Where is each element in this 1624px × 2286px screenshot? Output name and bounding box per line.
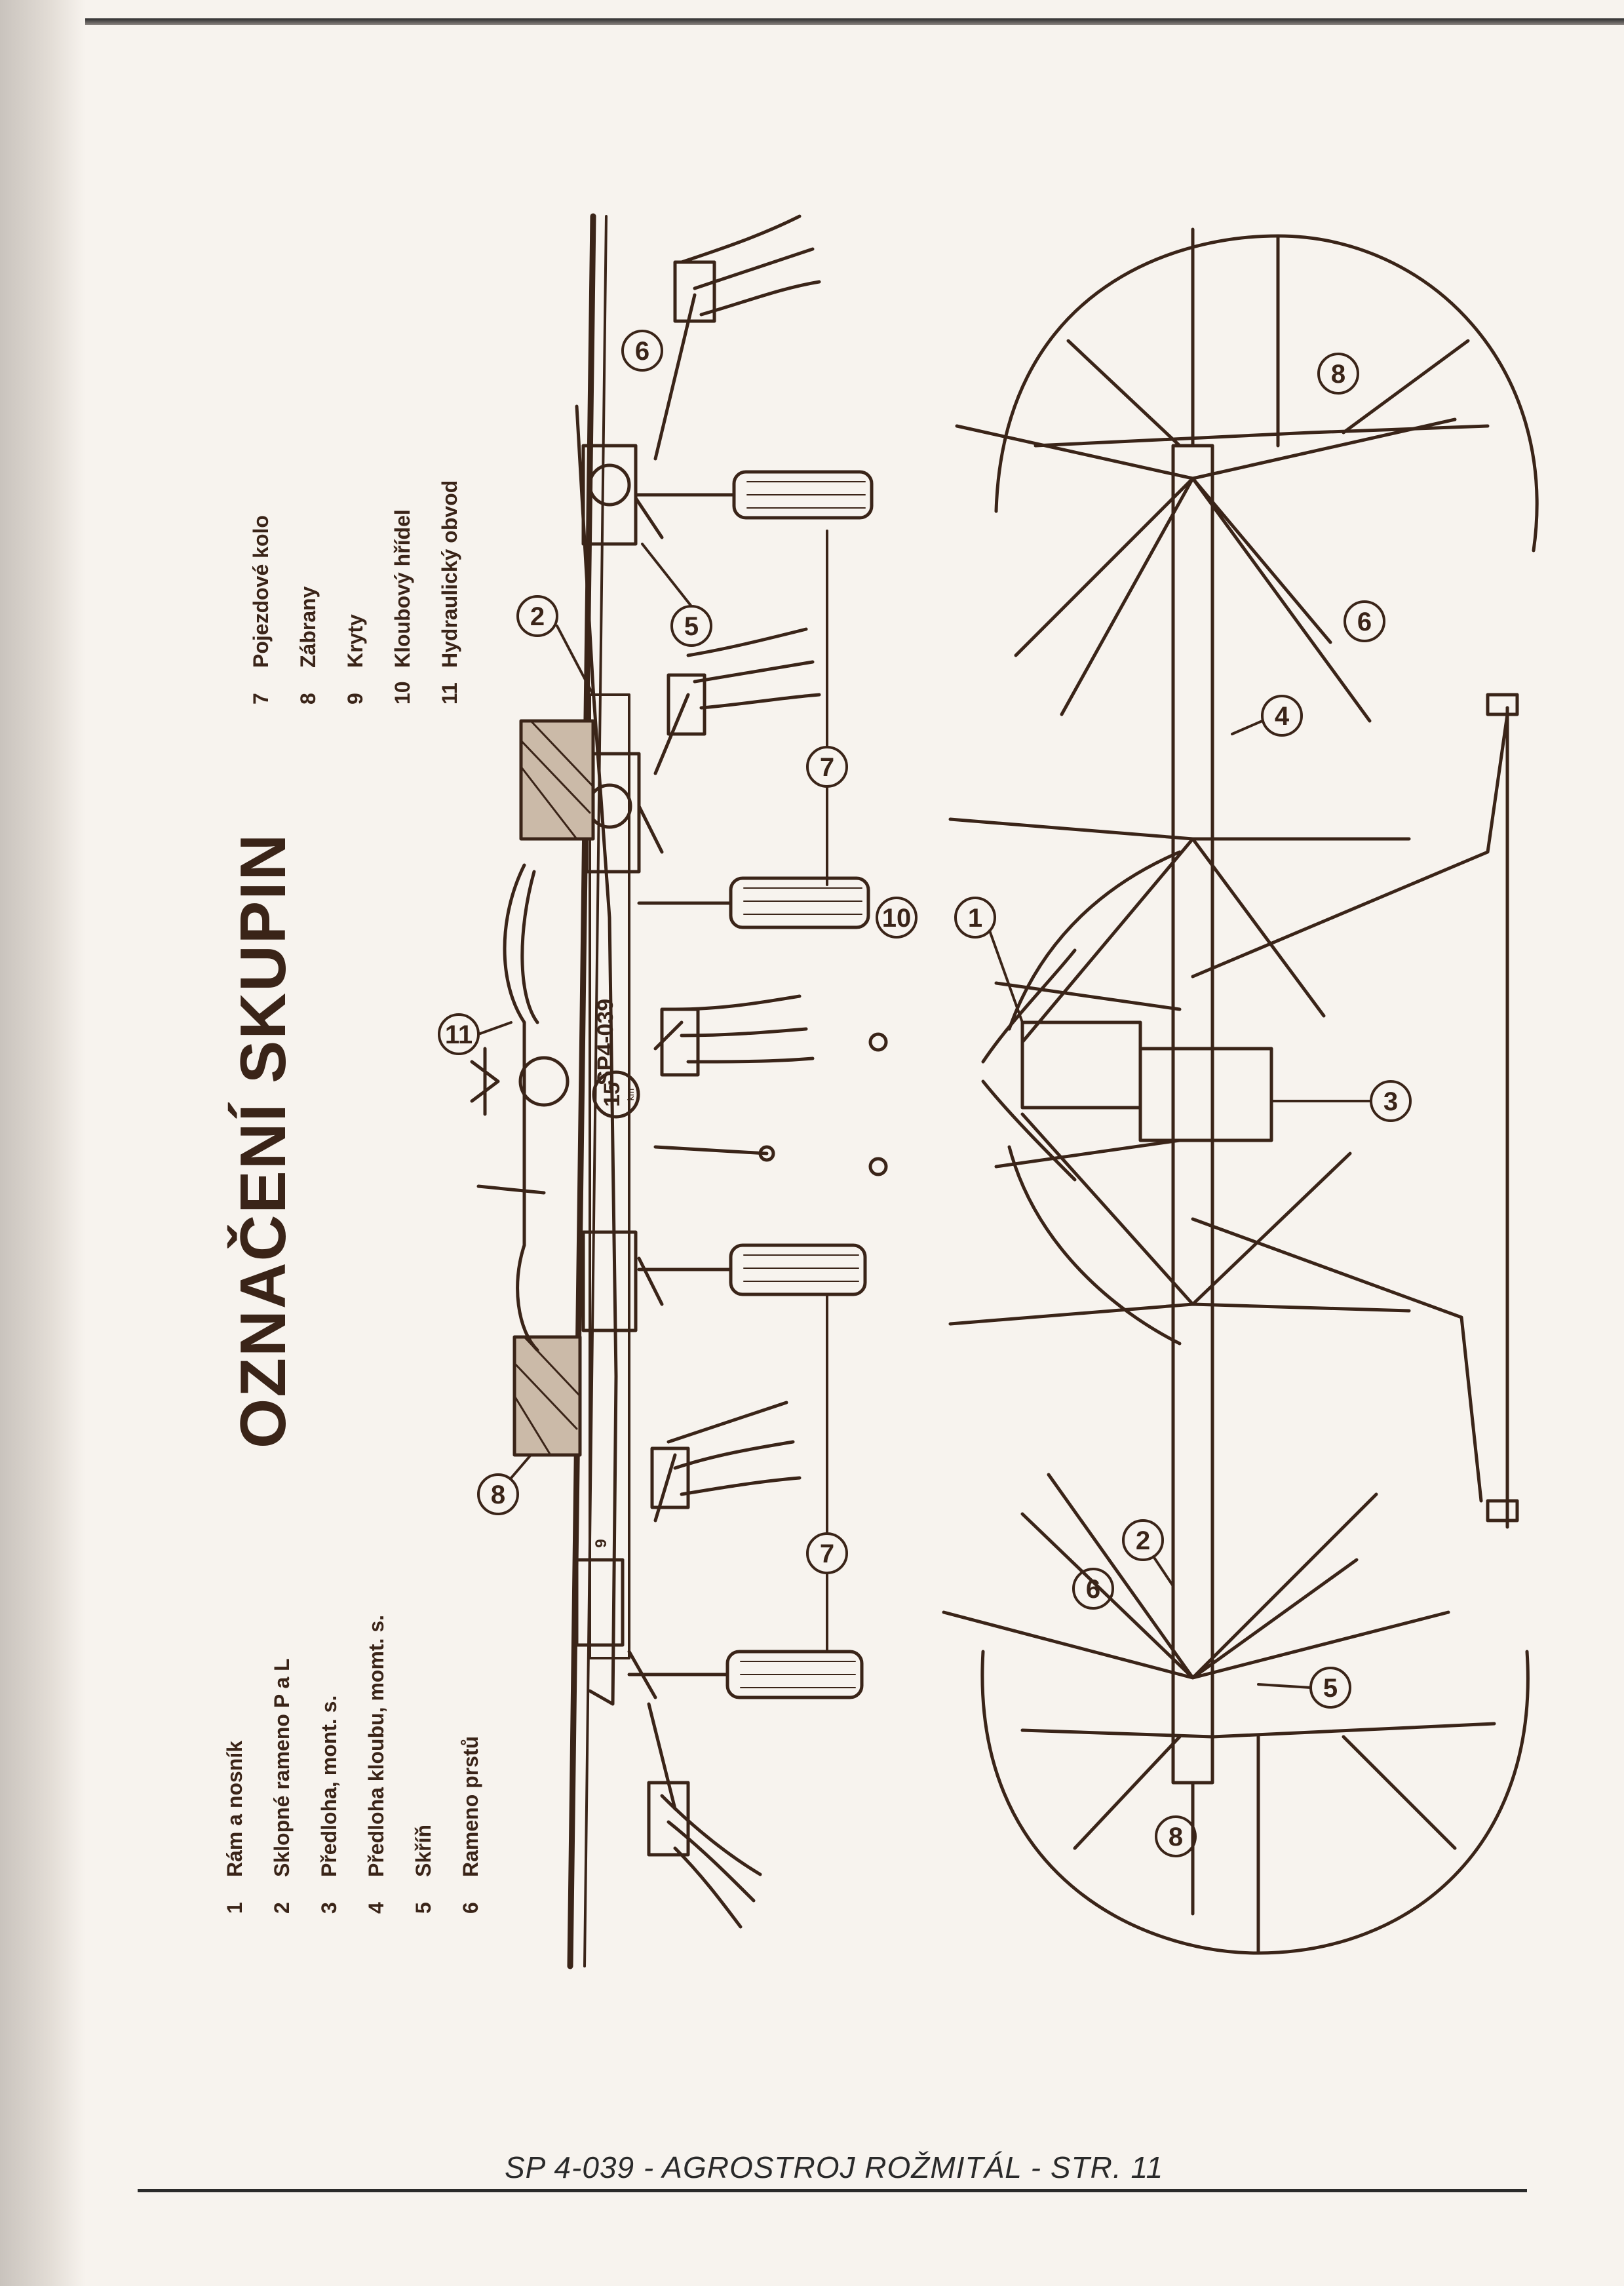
wheel [725,1650,864,1699]
tine-group [653,214,821,461]
callout-6: 6 [635,337,649,366]
callout-2: 2 [1136,1526,1150,1555]
callout-8: 8 [1331,360,1345,389]
warning-plate-bottom [512,1335,582,1457]
side-view [470,213,874,1969]
tine-group [653,627,821,775]
callout-8: 8 [491,1481,505,1509]
callout-2: 2 [530,602,545,631]
callout-7: 7 [820,753,834,782]
callout-10: 10 [882,904,912,933]
callout-7: 7 [820,1540,834,1568]
wheel [729,876,870,929]
plan-view [868,227,1539,1955]
speed-sign: 15 km [592,1070,640,1119]
callout-1: 1 [968,904,982,933]
callout-6: 6 [1086,1575,1100,1604]
wheel [729,1243,867,1296]
tine-group [650,1401,802,1522]
footer-rule [138,2189,1527,2192]
callout-6: 6 [1357,608,1372,636]
speed-unit: km [625,1089,636,1101]
tine-group [647,1702,762,1929]
wheel [732,470,874,520]
page-top-edge [85,18,1624,25]
callout-8: 8 [1169,1823,1183,1851]
tine-group [653,994,815,1077]
speed-value: 15 [600,1082,625,1107]
callout-11: 11 [445,1020,473,1049]
callout-5: 5 [684,612,699,641]
page-footer: SP 4-039 - AGROSTROJ ROŽMITÁL - STR. 11 [505,2150,1164,2184]
callout-3: 3 [1383,1087,1398,1116]
page-edge-shadow [0,0,85,2286]
part-label-9: 9 [592,1539,610,1547]
warning-plate-top [519,719,595,841]
callout-4: 4 [1275,702,1290,731]
callout-5: 5 [1323,1674,1338,1703]
